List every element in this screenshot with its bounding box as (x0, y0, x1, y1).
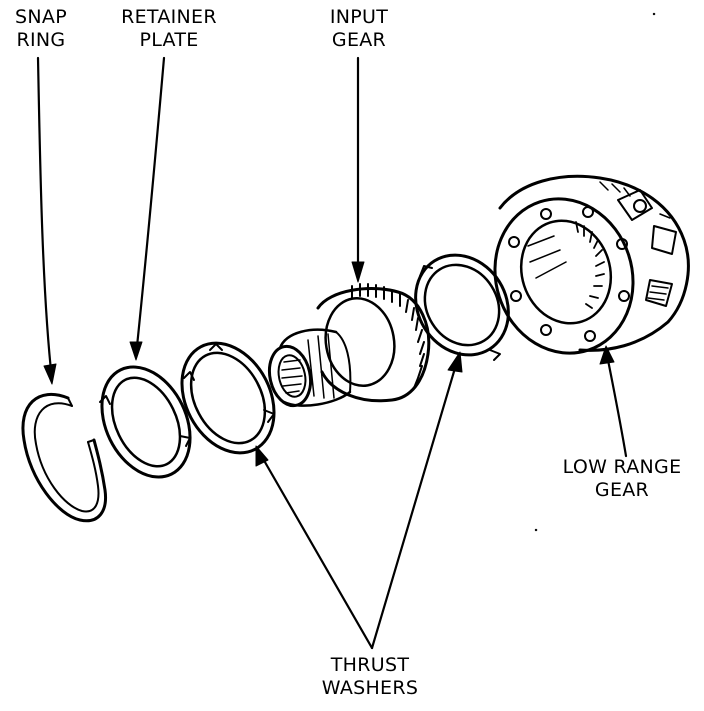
label-retainer-plate-line2: PLATE (139, 29, 199, 51)
label-low-range-gear-line2: GEAR (594, 479, 650, 501)
label-thrust-washers-line2: WASHERS (321, 677, 419, 699)
low-range-gear (493, 174, 690, 355)
label-snap-ring: SNAP RING (6, 6, 76, 52)
snap-ring (21, 392, 108, 523)
label-input-gear: INPUT GEAR (318, 6, 400, 52)
leader-lines (36, 56, 628, 650)
speck-mark (652, 12, 656, 16)
retainer-plate (99, 365, 192, 479)
thrust-washer-1 (180, 341, 276, 455)
label-thrust-washers: THRUST WASHERS (300, 654, 440, 700)
input-gear (267, 283, 431, 408)
thrust-washer-2 (414, 253, 510, 361)
label-input-gear-line1: INPUT (329, 6, 389, 28)
label-low-range-gear: LOW RANGE GEAR (552, 456, 692, 502)
label-retainer-plate-line1: RETAINER (121, 6, 217, 28)
label-input-gear-line2: GEAR (331, 29, 387, 51)
speck-mark (534, 528, 538, 532)
label-snap-ring-line2: RING (16, 29, 66, 51)
label-low-range-gear-line1: LOW RANGE (562, 456, 682, 478)
label-retainer-plate: RETAINER PLATE (108, 6, 230, 52)
label-snap-ring-line1: SNAP (15, 6, 67, 28)
label-thrust-washers-line1: THRUST (330, 654, 410, 676)
